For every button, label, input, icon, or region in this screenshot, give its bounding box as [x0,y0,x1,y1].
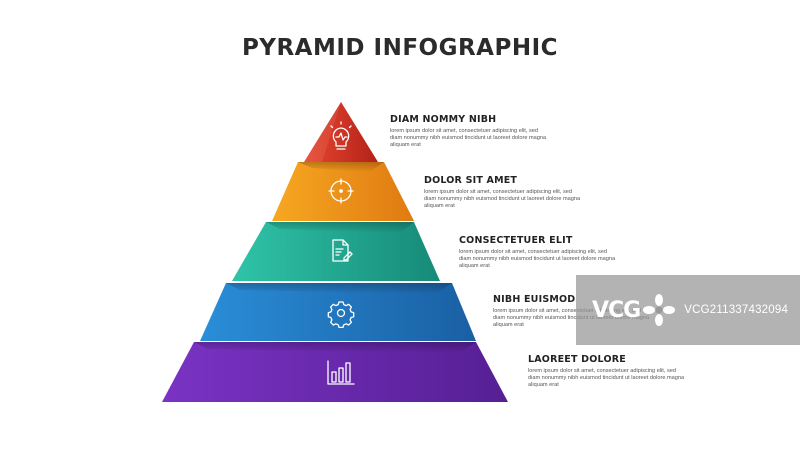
level-3-title: CONSECTETUER ELIT [459,235,573,246]
level-4-title: NIBH EUISMOD [493,294,576,305]
level-5-description: lorem ipsum dolor sit amet, consectetuer… [528,368,685,388]
watermark-logo-text: VCG [592,297,641,323]
watermark-id: VCG211337432094 [684,304,789,316]
level-1-label: DIAM NOMMY NIBH lorem ipsum dolor sit am… [390,114,550,149]
watermark-logo: VCG [592,293,676,327]
level-5-title: LAOREET DOLORE [528,354,626,365]
level-5-label: LAOREET DOLORE lorem ipsum dolor sit ame… [528,354,688,389]
bar-chart-icon [327,360,355,385]
gear-icon [327,301,355,329]
lightbulb-icon [330,121,352,150]
level-4-description: lorem ipsum dolor sit amet, consectetuer… [493,308,650,328]
level-1-description: lorem ipsum dolor sit amet, consectetuer… [390,128,547,148]
level-3-description: lorem ipsum dolor sit amet, consectetuer… [459,249,616,269]
pyramid-level-2 [272,162,414,221]
level-2-title: DOLOR SIT AMET [424,175,518,186]
document-edit-icon [332,239,353,262]
level-3-label: CONSECTETUER ELIT lorem ipsum dolor sit … [459,235,619,270]
level-4-label: NIBH EUISMOD lorem ipsum dolor sit amet,… [493,294,653,329]
level-1-title: DIAM NOMMY NIBH [390,114,497,125]
flower-icon [643,294,676,326]
level-2-label: DOLOR SIT AMET lorem ipsum dolor sit ame… [424,175,584,210]
pyramid-level-1 [304,102,378,162]
target-icon [328,178,354,204]
watermark: VCG VCG211337432094 [576,275,800,345]
page-title: PYRAMID INFOGRAPHIC [241,35,559,61]
level-2-description: lorem ipsum dolor sit amet, consectetuer… [424,189,581,209]
